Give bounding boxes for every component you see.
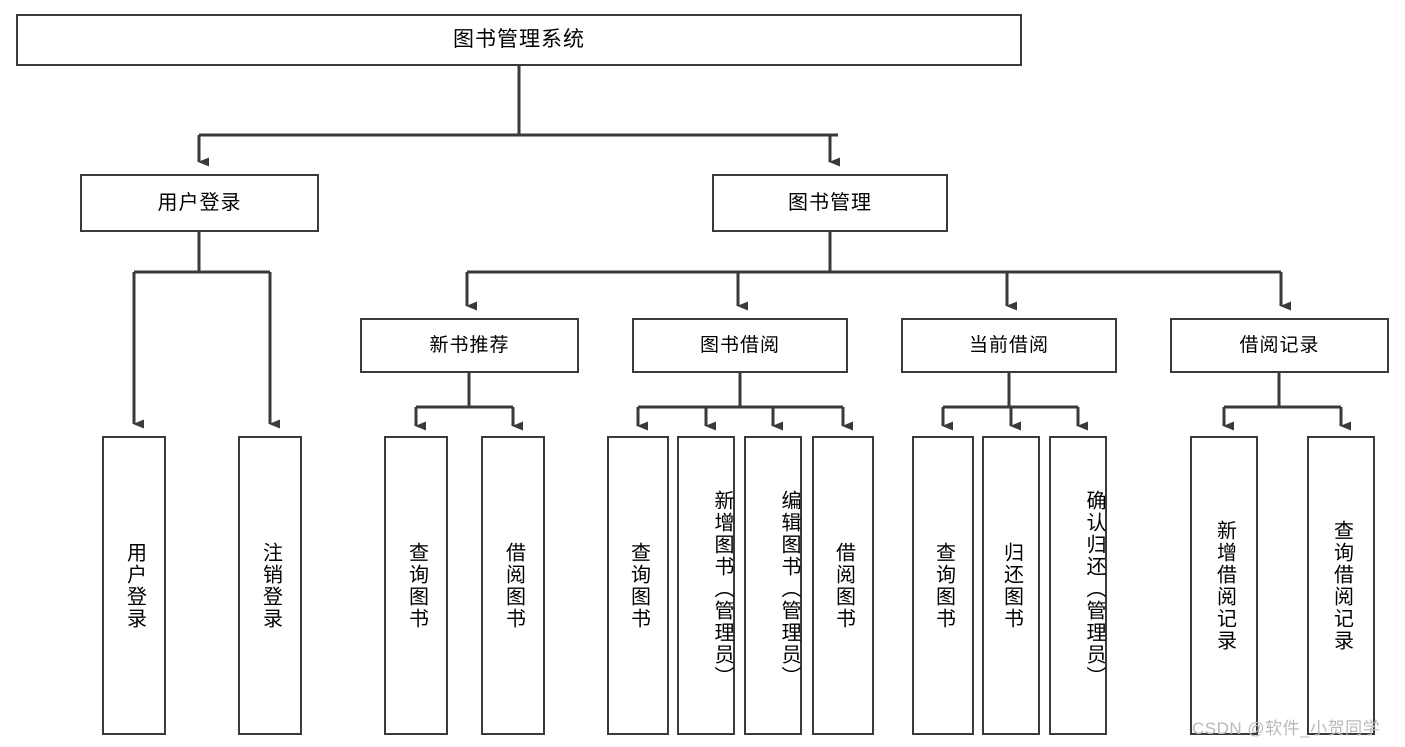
node-root-label: 图书管理系统 [453, 27, 585, 51]
node-leaf-logout-label: 注销登录 [259, 541, 282, 630]
node-borrowing-records-label: 借阅记录 [1239, 334, 1320, 356]
node-user-login[interactable]: 用户登录 [80, 174, 319, 232]
node-book-management-label: 图书管理 [788, 191, 872, 214]
node-leaf-edit-book-admin[interactable]: 编辑图书（管理员） [744, 436, 802, 735]
node-leaf-query-borrow-record-label: 查询借阅记录 [1330, 519, 1353, 652]
node-leaf-add-borrow-record[interactable]: 新增借阅记录 [1190, 436, 1258, 735]
node-leaf-query-book-newbook-label: 查询图书 [405, 541, 428, 630]
node-leaf-return-book-label: 归还图书 [1000, 541, 1023, 630]
node-book-management[interactable]: 图书管理 [712, 174, 948, 232]
node-leaf-return-book[interactable]: 归还图书 [982, 436, 1040, 735]
node-leaf-query-book-borrow-label: 查询图书 [627, 541, 650, 630]
node-leaf-add-book-admin[interactable]: 新增图书（管理员） [677, 436, 735, 735]
node-new-book-recommendation[interactable]: 新书推荐 [360, 318, 579, 373]
node-root-book-management-system[interactable]: 图书管理系统 [16, 14, 1022, 66]
node-book-borrowing-label: 图书借阅 [699, 334, 780, 356]
node-leaf-confirm-return-admin-label: 确认归还（管理员） [1083, 489, 1105, 688]
node-leaf-query-book-current-label: 查询图书 [932, 541, 955, 630]
csdn-watermark: CSDN @软件_小贺同学 [1192, 719, 1381, 738]
node-leaf-borrow-book-label: 借阅图书 [832, 541, 855, 630]
node-leaf-add-borrow-record-label: 新增借阅记录 [1213, 519, 1236, 652]
node-leaf-user-login[interactable]: 用户登录 [102, 436, 166, 735]
node-current-borrowing-label: 当前借阅 [968, 334, 1049, 356]
node-user-login-label: 用户登录 [157, 191, 242, 214]
node-leaf-logout[interactable]: 注销登录 [238, 436, 302, 735]
node-new-book-recommendation-label: 新书推荐 [429, 334, 510, 356]
node-leaf-borrow-book-newbook[interactable]: 借阅图书 [481, 436, 545, 735]
node-leaf-edit-book-admin-label: 编辑图书（管理员） [778, 489, 800, 688]
node-leaf-query-book-newbook[interactable]: 查询图书 [384, 436, 448, 735]
node-current-borrowing[interactable]: 当前借阅 [901, 318, 1117, 373]
node-book-borrowing[interactable]: 图书借阅 [632, 318, 848, 373]
node-leaf-add-book-admin-label: 新增图书（管理员） [711, 489, 733, 688]
node-borrowing-records[interactable]: 借阅记录 [1170, 318, 1389, 373]
node-leaf-query-borrow-record[interactable]: 查询借阅记录 [1307, 436, 1375, 735]
node-leaf-borrow-book[interactable]: 借阅图书 [812, 436, 874, 735]
node-leaf-user-login-label: 用户登录 [123, 541, 146, 630]
node-leaf-query-book-current[interactable]: 查询图书 [912, 436, 974, 735]
node-leaf-query-book-borrow[interactable]: 查询图书 [607, 436, 669, 735]
node-leaf-confirm-return-admin[interactable]: 确认归还（管理员） [1049, 436, 1107, 735]
node-leaf-borrow-book-newbook-label: 借阅图书 [502, 541, 525, 630]
